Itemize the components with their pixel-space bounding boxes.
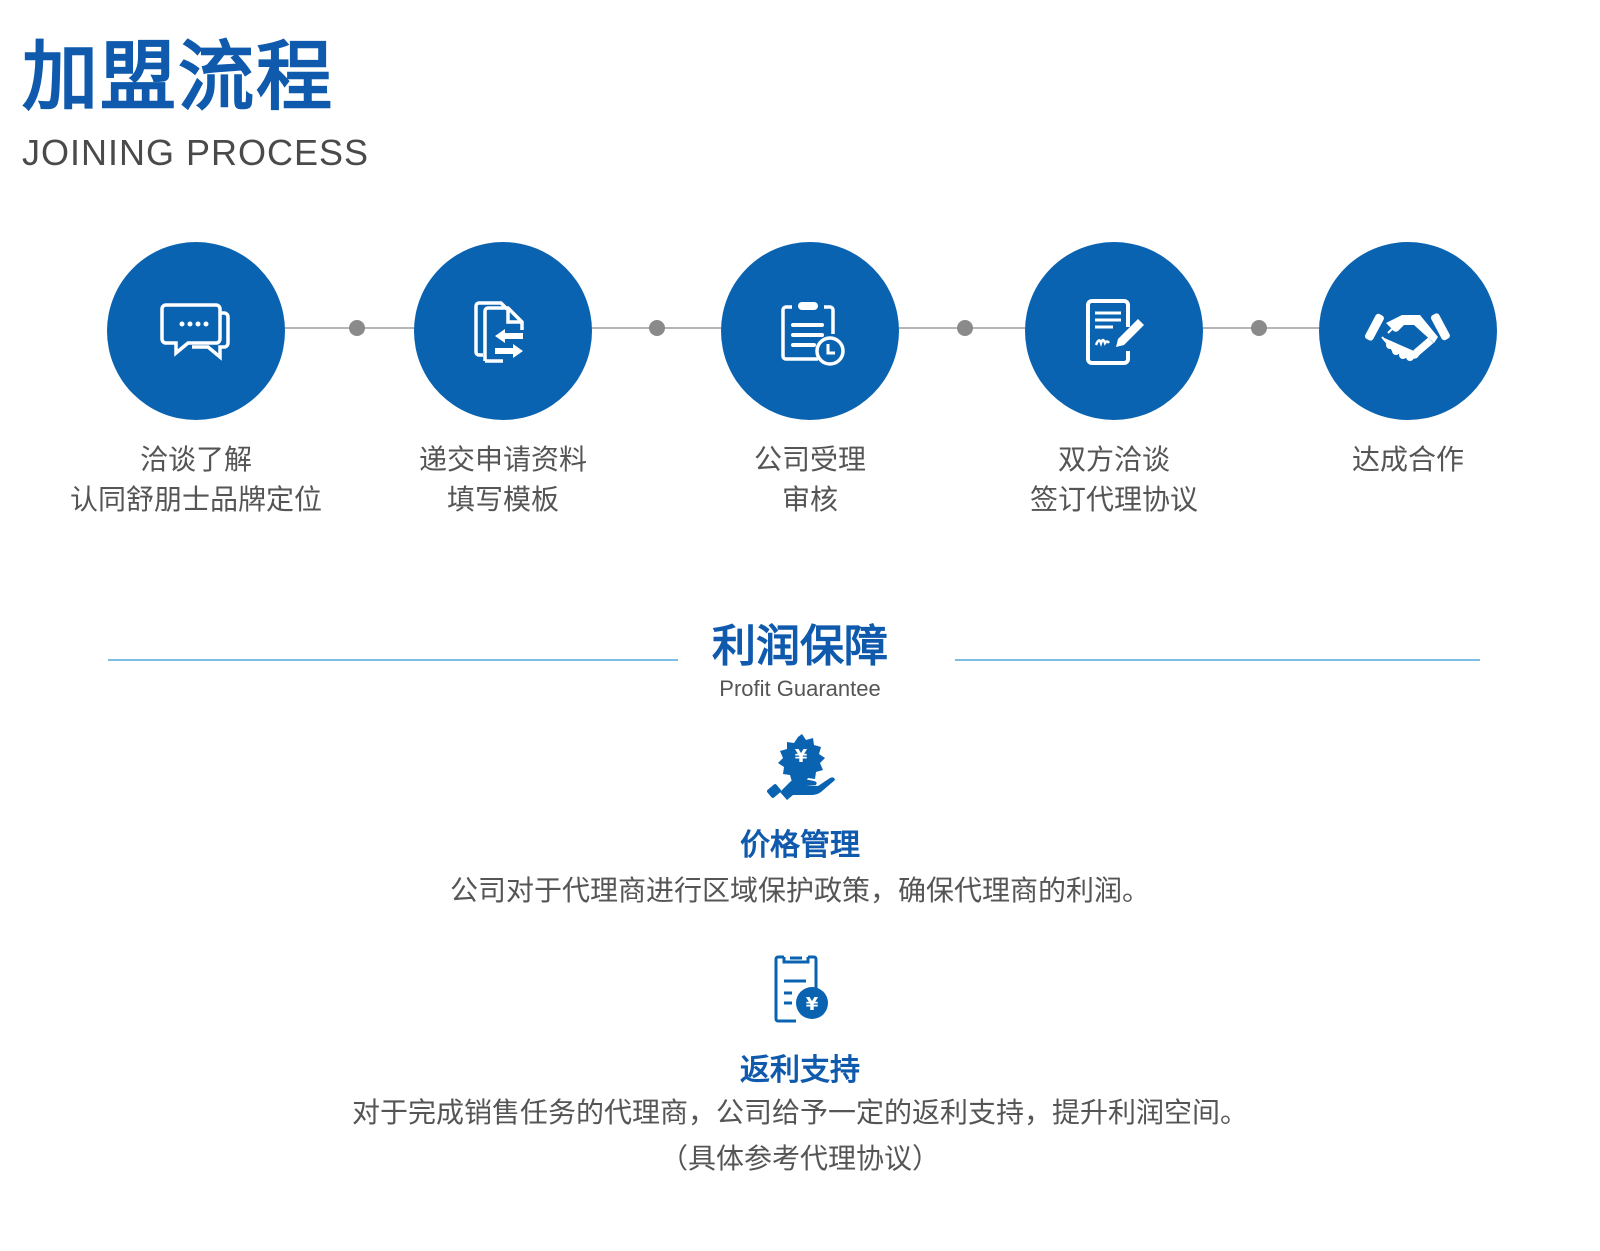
section-title: 利润保障 [712, 621, 888, 672]
feature-title-price-management: 价格管理 [740, 828, 860, 863]
step-4-label: 双方洽谈 签订代理协议 [964, 440, 1264, 520]
step-1-circle [107, 242, 285, 420]
clipboard-yen-icon: ¥ [764, 955, 836, 1027]
clipboard-clock-icon [781, 302, 845, 366]
section-divider-left [108, 659, 678, 661]
page-subtitle: JOINING PROCESS [22, 132, 370, 173]
connector-dot [649, 320, 665, 336]
section-subtitle: Profit Guarantee [719, 676, 881, 701]
step-detail: 填写模板 [446, 483, 559, 516]
svg-text:¥: ¥ [806, 994, 819, 1015]
step-2-label: 递交申请资料 填写模板 [353, 440, 653, 520]
connector-dot [1251, 320, 1267, 336]
svg-text:¥: ¥ [795, 746, 808, 767]
connector-dot [957, 320, 973, 336]
page-title: 加盟流程 [22, 32, 334, 121]
step-4-circle [1025, 242, 1203, 420]
feature-note-rebate-support: （具体参考代理协议） [659, 1142, 940, 1175]
feature-title-rebate-support: 返利支持 [740, 1053, 860, 1088]
step-title: 洽谈了解 [139, 443, 252, 476]
hand-yen-gear-icon: ¥ [764, 730, 836, 802]
step-3-label: 公司受理 审核 [660, 440, 960, 520]
feature-desc-rebate-support: 对于完成销售任务的代理商，公司给予一定的返利支持，提升利润空间。 [351, 1096, 1248, 1129]
document-exchange-icon [474, 301, 524, 363]
section-divider-right [955, 659, 1480, 661]
step-title: 双方洽谈 [1057, 443, 1170, 476]
handshake-icon [1364, 313, 1450, 361]
contract-sign-icon [1086, 299, 1144, 365]
step-5-label: 达成合作 [1258, 440, 1558, 480]
step-3-circle [721, 242, 899, 420]
step-5-circle [1319, 242, 1497, 420]
connector-dot [349, 320, 365, 336]
step-title: 公司受理 [753, 443, 866, 476]
step-1-label: 洽谈了解 认同舒朋士品牌定位 [46, 440, 346, 520]
step-detail: 签订代理协议 [1029, 483, 1198, 516]
step-detail: 认同舒朋士品牌定位 [69, 483, 322, 516]
step-title: 达成合作 [1351, 443, 1464, 476]
feature-desc-price-management: 公司对于代理商进行区域保护政策，确保代理商的利润。 [449, 874, 1150, 907]
step-title: 递交申请资料 [418, 443, 587, 476]
step-2-circle [414, 242, 592, 420]
step-detail: 审核 [781, 483, 838, 516]
chat-bubbles-icon [160, 303, 230, 361]
